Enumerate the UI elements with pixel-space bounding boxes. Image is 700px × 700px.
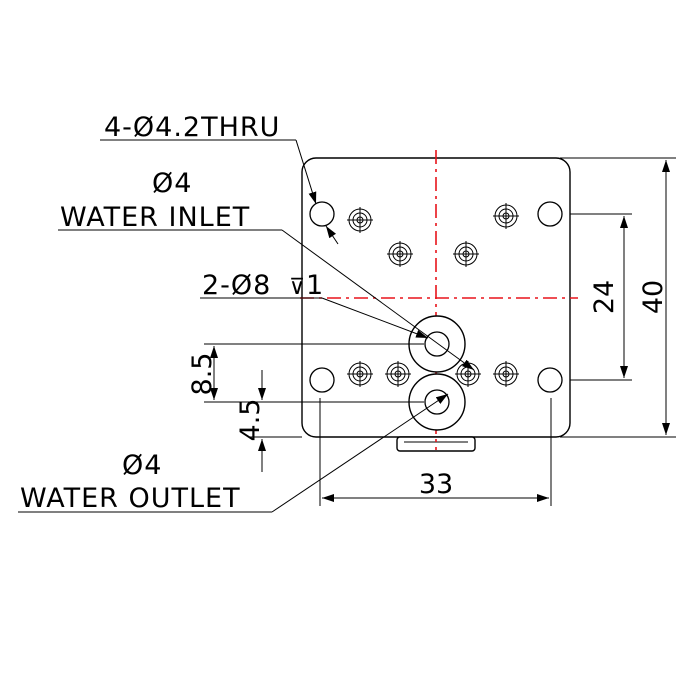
dim-33 [319, 398, 552, 506]
dim-8-5 [204, 343, 424, 403]
dim-24 [570, 213, 632, 381]
dim-40 [560, 157, 676, 438]
mounting-holes [309, 201, 563, 393]
leader-counterbore [200, 297, 429, 339]
label-inlet-size: Ø4 [152, 168, 192, 199]
leader-water-outlet [18, 393, 449, 513]
label-thru-holes: 4-Ø4.2THRU [104, 112, 280, 143]
dim-40-value: 40 [638, 280, 669, 314]
label-counterbore: 2-Ø8 ⊽ 1 [202, 270, 324, 301]
dim-33-value: 33 [419, 469, 453, 500]
label-counterbore-depth: 1 [306, 270, 324, 301]
depth-symbol: ⊽ [289, 275, 306, 300]
leader-thru-holes [100, 139, 339, 245]
label-water-inlet: WATER INLET [60, 202, 250, 233]
label-outlet-size: Ø4 [122, 450, 162, 481]
dim-24-value: 24 [589, 280, 620, 314]
dim-8-5-value: 8.5 [187, 353, 218, 396]
label-counterbore-size: 2-Ø8 [202, 270, 271, 301]
dim-4-5 [250, 370, 302, 472]
leader-water-inlet [58, 229, 475, 371]
dim-4-5-value: 4.5 [235, 399, 266, 442]
label-water-outlet: WATER OUTLET [20, 483, 241, 514]
screw-symbols [347, 203, 519, 387]
